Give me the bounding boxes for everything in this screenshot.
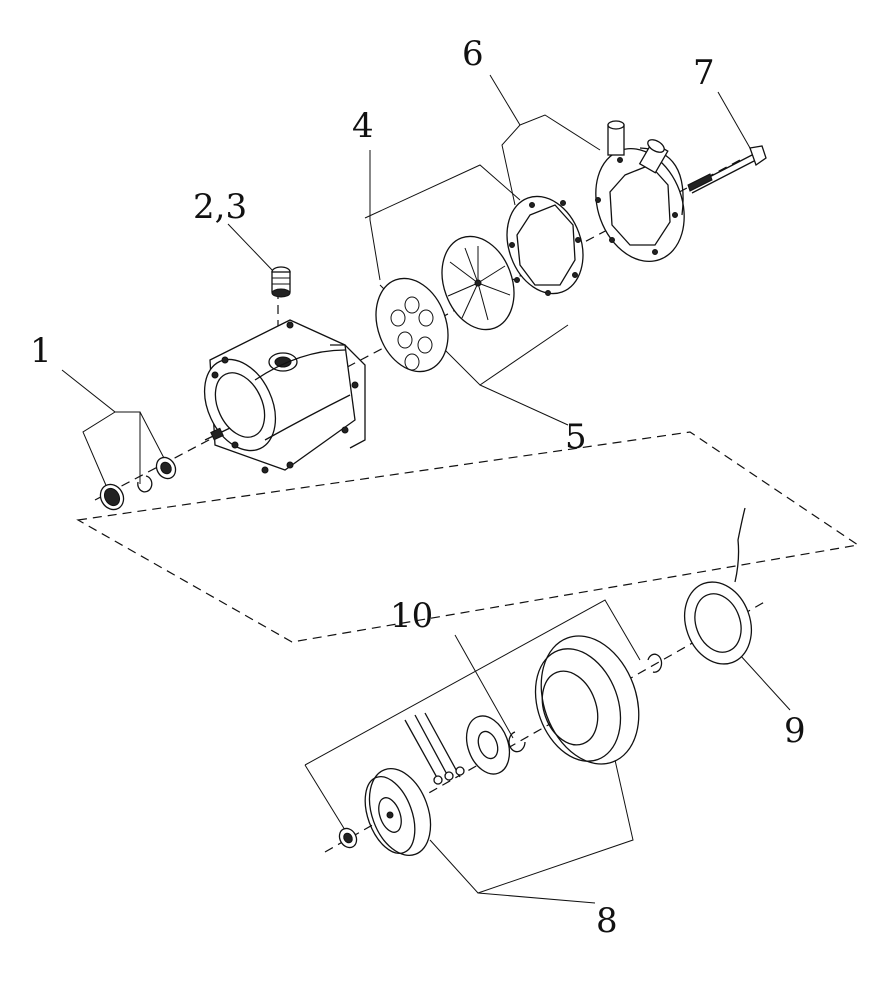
snap-ring-10: [508, 731, 526, 753]
head-gasket: [506, 195, 584, 296]
axis-lines: [94, 159, 769, 853]
callout-7: 7: [693, 53, 715, 93]
clutch-hub: [364, 767, 432, 857]
valve-plate: [375, 235, 515, 373]
snap-ring-pulley: [647, 653, 663, 673]
compressor-body: [203, 319, 366, 474]
callout-5: 5: [565, 417, 587, 457]
leader-lines: [61, 74, 791, 904]
pulley: [534, 635, 640, 765]
callout-10: 10: [390, 596, 433, 636]
callout-9: 9: [784, 711, 806, 751]
callout-6: 6: [462, 34, 484, 74]
assembly-boundary: [76, 431, 860, 643]
callout-2-3: 2,3: [193, 187, 247, 227]
bearing: [465, 715, 511, 775]
clutch-nut: [338, 827, 358, 849]
callout-4: 4: [352, 106, 374, 146]
oil-plug: [271, 266, 291, 298]
through-bolt: [687, 145, 767, 194]
shaft-seal-kit: [99, 456, 177, 511]
shims: [404, 712, 465, 785]
callout-1: 1: [30, 331, 52, 371]
field-coil: [684, 507, 752, 665]
cylinder-head: [595, 120, 685, 263]
callout-8: 8: [596, 901, 618, 941]
